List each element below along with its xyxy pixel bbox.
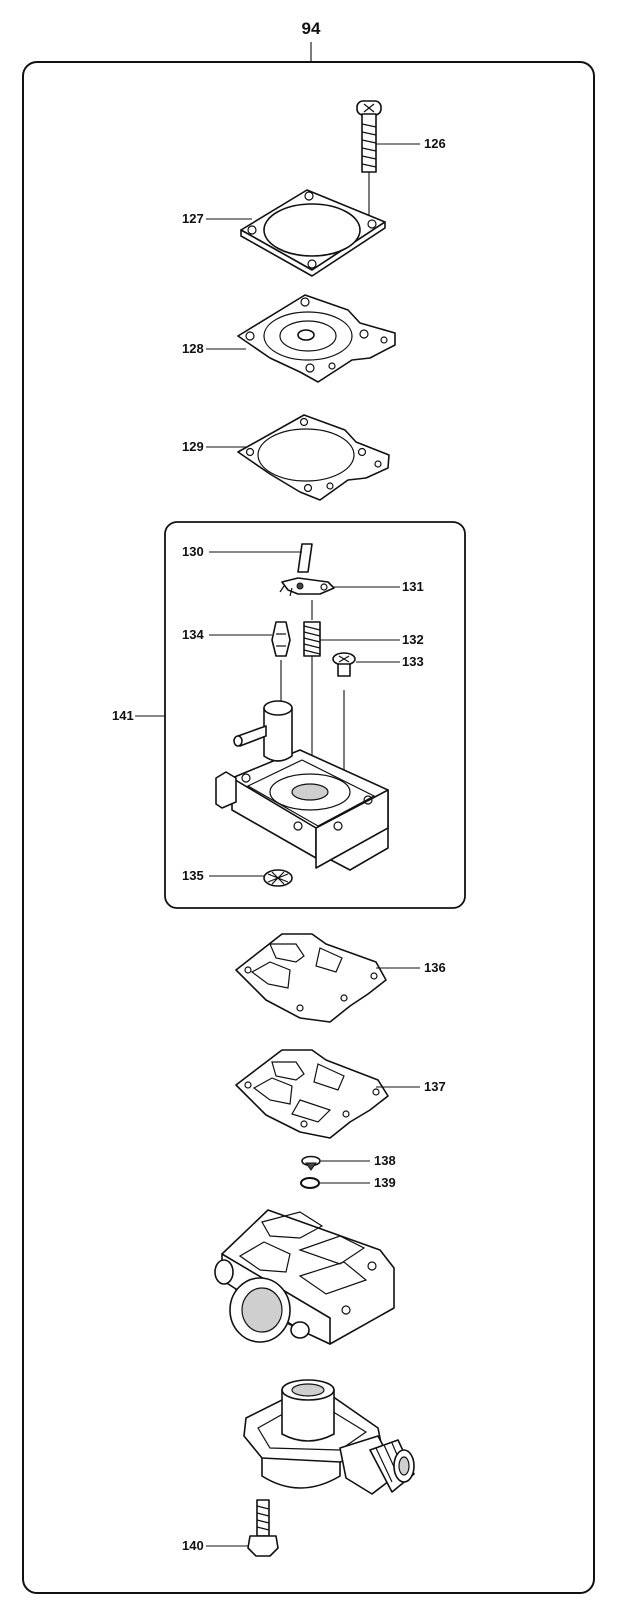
outer-frame <box>22 61 595 1594</box>
label-134: 134 <box>182 627 204 642</box>
part-128-pump-diaphragm <box>237 294 396 383</box>
label-139: 139 <box>374 1175 396 1190</box>
part-138-check-valve <box>301 1155 321 1171</box>
part-141-carburetor-body <box>215 700 389 871</box>
label-138: 138 <box>374 1153 396 1168</box>
part-126-screw <box>356 100 382 222</box>
part-130-pin <box>297 543 313 573</box>
part-135-filter-screen <box>263 869 293 887</box>
part-136-gasket <box>235 933 387 1023</box>
label-132: 132 <box>402 632 424 647</box>
label-127: 127 <box>182 211 204 226</box>
label-129: 129 <box>182 439 204 454</box>
label-135: 135 <box>182 868 204 883</box>
label-141: 141 <box>112 708 134 723</box>
part-139-o-ring <box>300 1177 320 1189</box>
part-137-metering-diaphragm <box>235 1049 389 1139</box>
label-130: 130 <box>182 544 204 559</box>
label-140: 140 <box>182 1538 204 1553</box>
part-131-metering-lever <box>279 577 335 597</box>
label-131: 131 <box>402 579 424 594</box>
part-127-pump-cover <box>240 189 386 277</box>
label-133: 133 <box>402 654 424 669</box>
part-140-bolt <box>247 1499 279 1557</box>
intake-adaptor <box>243 1379 415 1495</box>
label-136: 136 <box>424 960 446 975</box>
label-126: 126 <box>424 136 446 151</box>
carburetor-main-body <box>214 1209 395 1345</box>
assembly-number: 94 <box>302 19 321 38</box>
subassembly-frame <box>164 521 466 909</box>
label-137: 137 <box>424 1079 446 1094</box>
label-128: 128 <box>182 341 204 356</box>
part-129-gasket <box>237 414 390 501</box>
